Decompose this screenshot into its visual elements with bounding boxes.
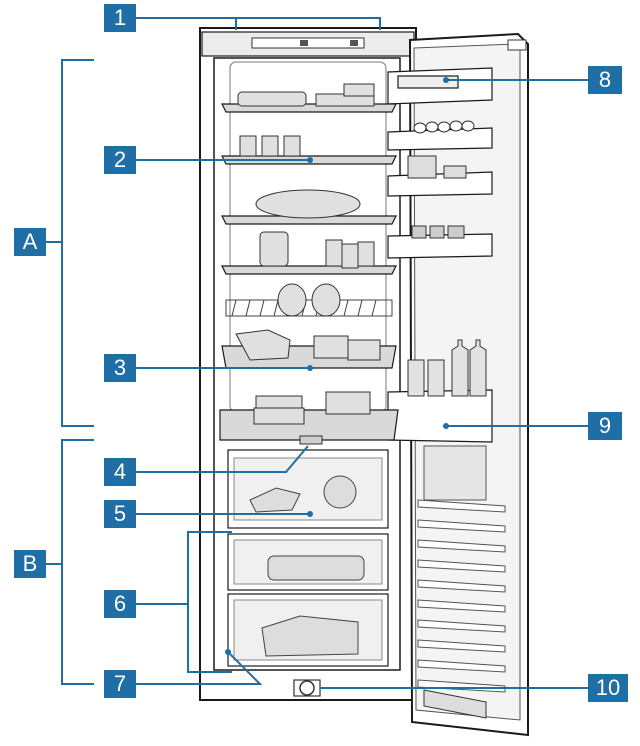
callout-4: 4: [104, 458, 136, 486]
callout-1: 1: [104, 4, 136, 32]
callout-5: 5: [104, 500, 136, 528]
callout-9: 9: [588, 412, 622, 440]
zone-label-a: A: [14, 228, 46, 256]
interior-light: [299, 435, 323, 445]
ice-maker-knob: [299, 680, 315, 696]
callout-8: 8: [588, 66, 622, 94]
food-items: [235, 83, 381, 425]
callout-3: 3: [104, 354, 136, 382]
callout-7: 7: [104, 670, 136, 698]
leader-lines: [46, 17, 590, 689]
zone-label-b: B: [14, 550, 46, 578]
callout-2: 2: [104, 146, 136, 174]
callout-6: 6: [104, 590, 136, 618]
callout-10: 10: [588, 674, 628, 702]
